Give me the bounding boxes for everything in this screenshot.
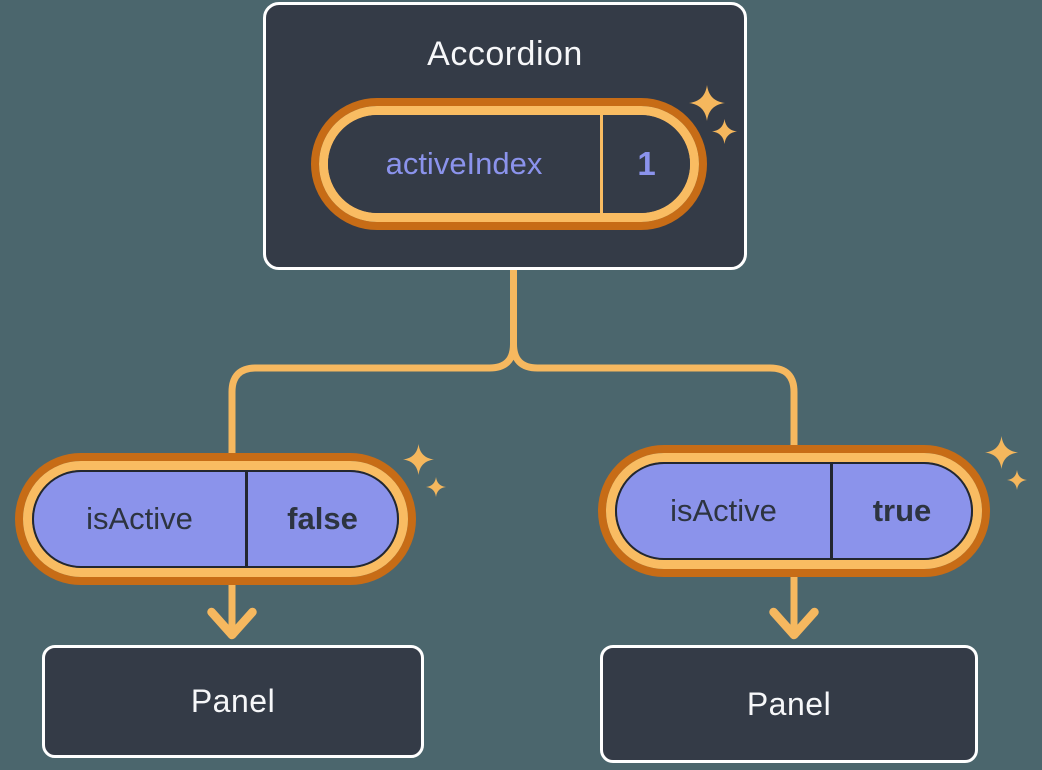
prop-pill-left-divider xyxy=(245,472,248,566)
sparkle-icon xyxy=(426,477,446,497)
sparkle-icon xyxy=(712,119,737,144)
prop-pill-left-value: false xyxy=(287,501,358,536)
panel-box-right: Panel xyxy=(600,645,978,763)
panel-box-left: Panel xyxy=(42,645,424,758)
sparkle-icon xyxy=(1007,470,1027,490)
state-pill-value: 1 xyxy=(637,145,656,182)
prop-pill-left-inner-ring: isActive false xyxy=(23,461,408,577)
prop-pill-right-divider xyxy=(830,464,833,558)
prop-pill-right-body: isActive true xyxy=(615,462,973,560)
accordion-title: Accordion xyxy=(427,35,583,73)
prop-pill-right-value: true xyxy=(872,493,932,528)
prop-pill-right-inner-ring: isActive true xyxy=(606,453,982,569)
state-pill-label: activeIndex xyxy=(385,146,543,181)
panel-right-title: Panel xyxy=(746,685,832,722)
connector-left-branch xyxy=(228,264,517,462)
arrow-right-head xyxy=(769,607,819,640)
sparkle-icon xyxy=(689,85,725,121)
prop-pill-left-label: isActive xyxy=(86,501,193,536)
prop-pill-right-label: isActive xyxy=(670,493,777,528)
state-pill-body: activeIndex 1 xyxy=(328,115,690,213)
state-pill-inner-ring: activeIndex 1 xyxy=(319,106,699,222)
sparkle-icon xyxy=(403,444,434,475)
prop-pill-left-body: isActive false xyxy=(32,470,399,568)
prop-pill-left: isActive false xyxy=(15,453,416,585)
sparkle-icon xyxy=(985,436,1018,469)
connector-right-branch xyxy=(510,264,798,456)
panel-left-title: Panel xyxy=(190,683,276,719)
state-pill-divider xyxy=(600,115,603,213)
arrow-left-head xyxy=(207,607,257,640)
state-pill: activeIndex 1 xyxy=(311,98,707,230)
prop-pill-right: isActive true xyxy=(598,445,990,577)
